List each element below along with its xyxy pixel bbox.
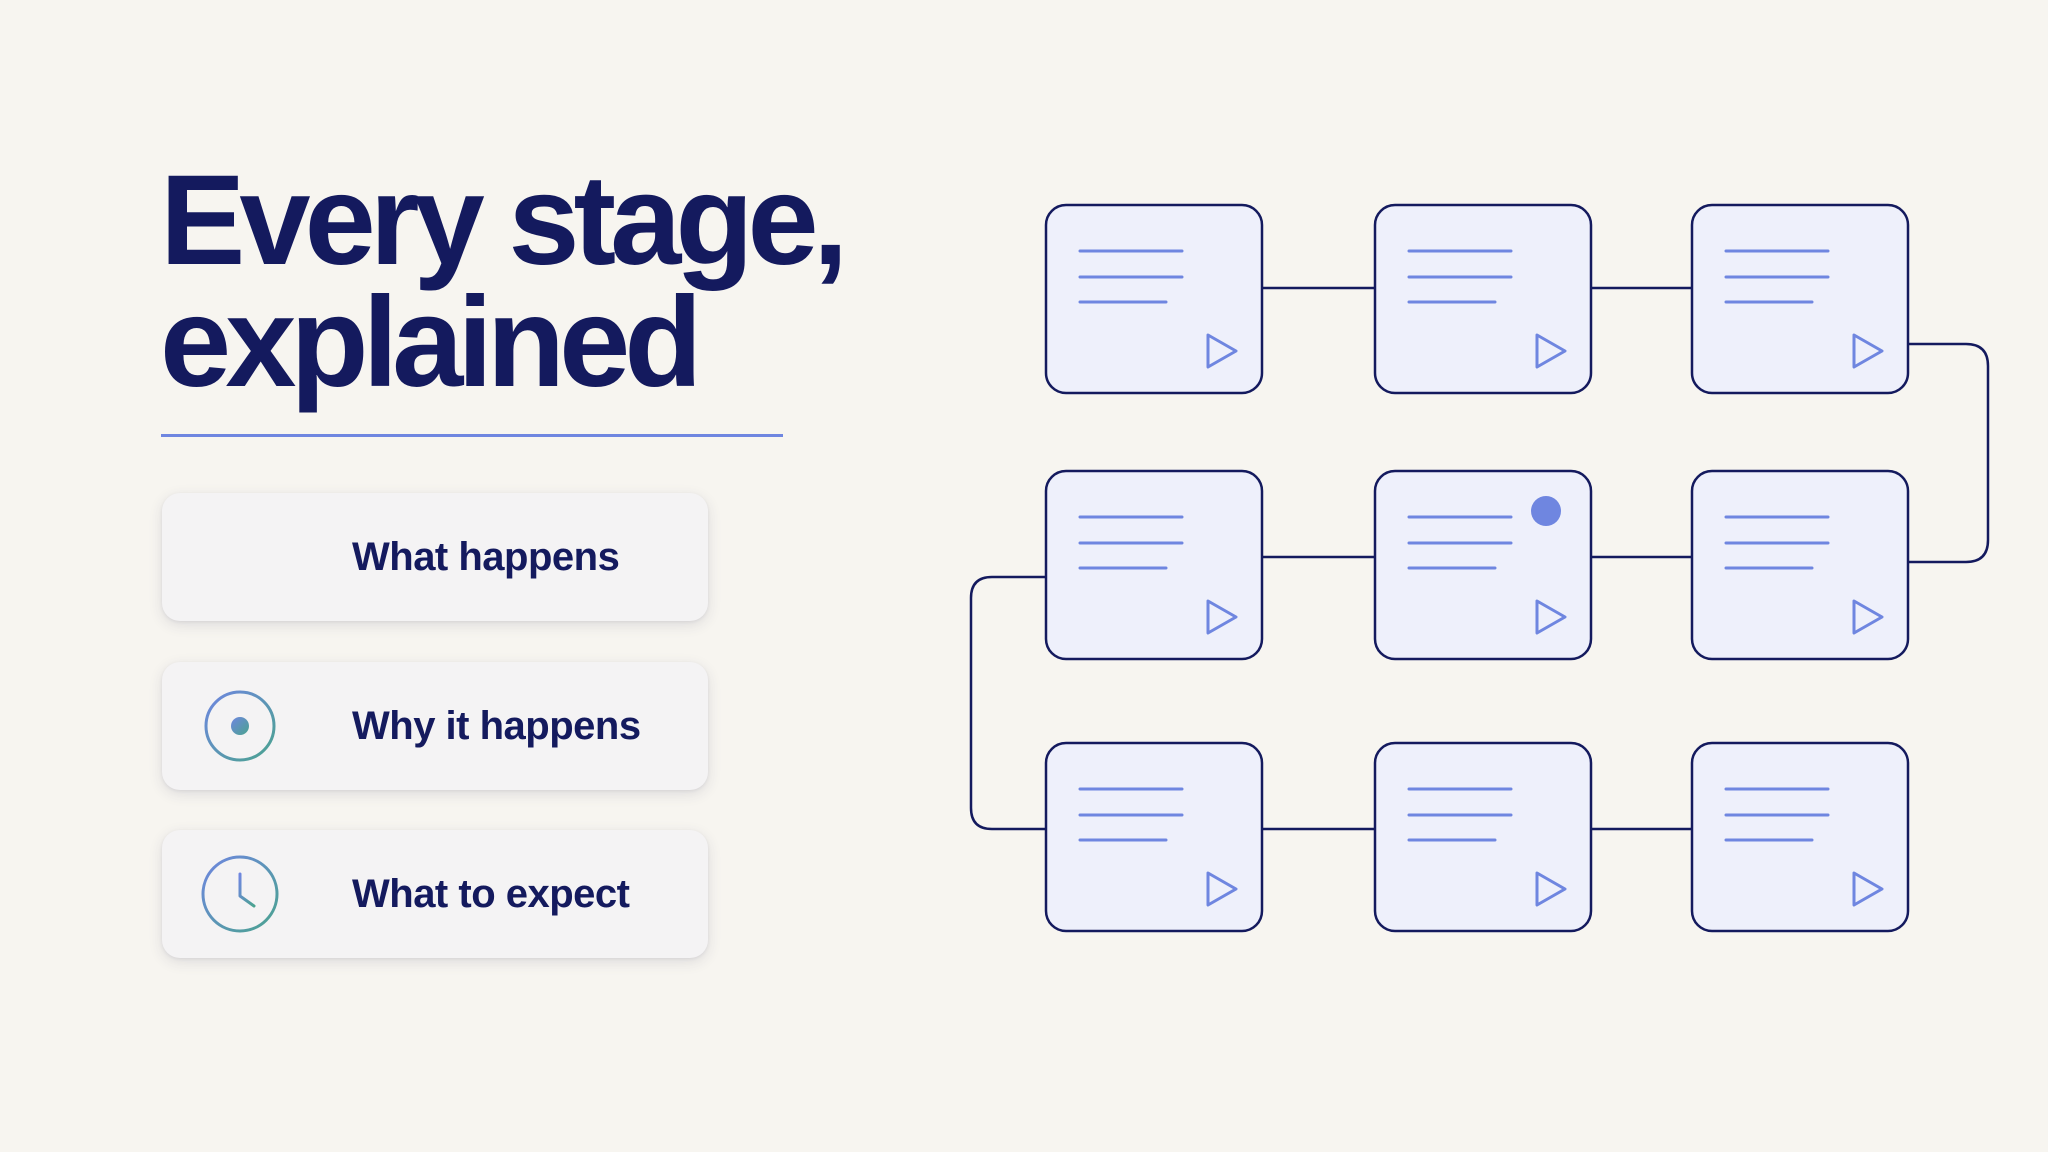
- feature-label: Why it happens: [352, 704, 641, 748]
- stage-card: [1044, 203, 1264, 395]
- stage-card-frame: [1044, 469, 1264, 661]
- stage-card: [1044, 469, 1264, 661]
- dot-icon: [1531, 496, 1561, 526]
- connector-line: [1906, 342, 1990, 564]
- text-lines-icon: [1078, 515, 1184, 570]
- stage-card: [1373, 741, 1593, 933]
- stage-card-frame: [1373, 203, 1593, 395]
- target-icon: [204, 690, 276, 762]
- play-icon[interactable]: [1535, 871, 1567, 907]
- feature-card-what-happens: What happens: [162, 493, 708, 621]
- play-icon[interactable]: [1206, 333, 1238, 369]
- text-lines-icon: [1407, 249, 1513, 304]
- text-lines-icon: [1724, 249, 1830, 304]
- text-lines-icon: [1078, 787, 1184, 842]
- text-lines-icon: [1078, 249, 1184, 304]
- play-icon[interactable]: [1206, 871, 1238, 907]
- stage-card-frame: [1690, 203, 1910, 395]
- stage-card: [1373, 203, 1593, 395]
- play-icon[interactable]: [1206, 599, 1238, 635]
- title-line-2: explained: [160, 271, 702, 414]
- text-lines-icon: [1407, 515, 1513, 570]
- feature-card-what-to-expect: What to expect: [162, 830, 708, 958]
- play-icon[interactable]: [1852, 333, 1884, 369]
- stage-card: [1690, 741, 1910, 933]
- page-title: Every stage, explained: [160, 149, 848, 414]
- feature-label: What to expect: [352, 872, 630, 916]
- stage-card-frame: [1373, 741, 1593, 933]
- play-icon[interactable]: [1535, 599, 1567, 635]
- lines-icon: [206, 537, 274, 577]
- connectors: [969, 286, 1990, 831]
- stage-card-frame: [1690, 469, 1910, 661]
- stage-card: [1690, 203, 1910, 395]
- connector-line: [969, 575, 1048, 831]
- text-lines-icon: [1407, 787, 1513, 842]
- play-icon[interactable]: [1852, 599, 1884, 635]
- feature-card-why-it-happens: Why it happens: [162, 662, 708, 790]
- play-icon[interactable]: [1852, 871, 1884, 907]
- stage-card: [1690, 469, 1910, 661]
- stage-card: [1044, 741, 1264, 933]
- stage-card-frame: [1373, 469, 1593, 661]
- clock-icon: [201, 855, 279, 933]
- title-divider: [161, 434, 783, 437]
- play-icon[interactable]: [1535, 333, 1567, 369]
- stage-card-frame: [1690, 741, 1910, 933]
- text-lines-icon: [1724, 787, 1830, 842]
- stage-card-frame: [1044, 741, 1264, 933]
- feature-label: What happens: [352, 535, 620, 579]
- title-line-1: Every stage,: [160, 149, 848, 292]
- stage-card-frame: [1044, 203, 1264, 395]
- stage-card: [1373, 469, 1593, 661]
- text-lines-icon: [1724, 515, 1830, 570]
